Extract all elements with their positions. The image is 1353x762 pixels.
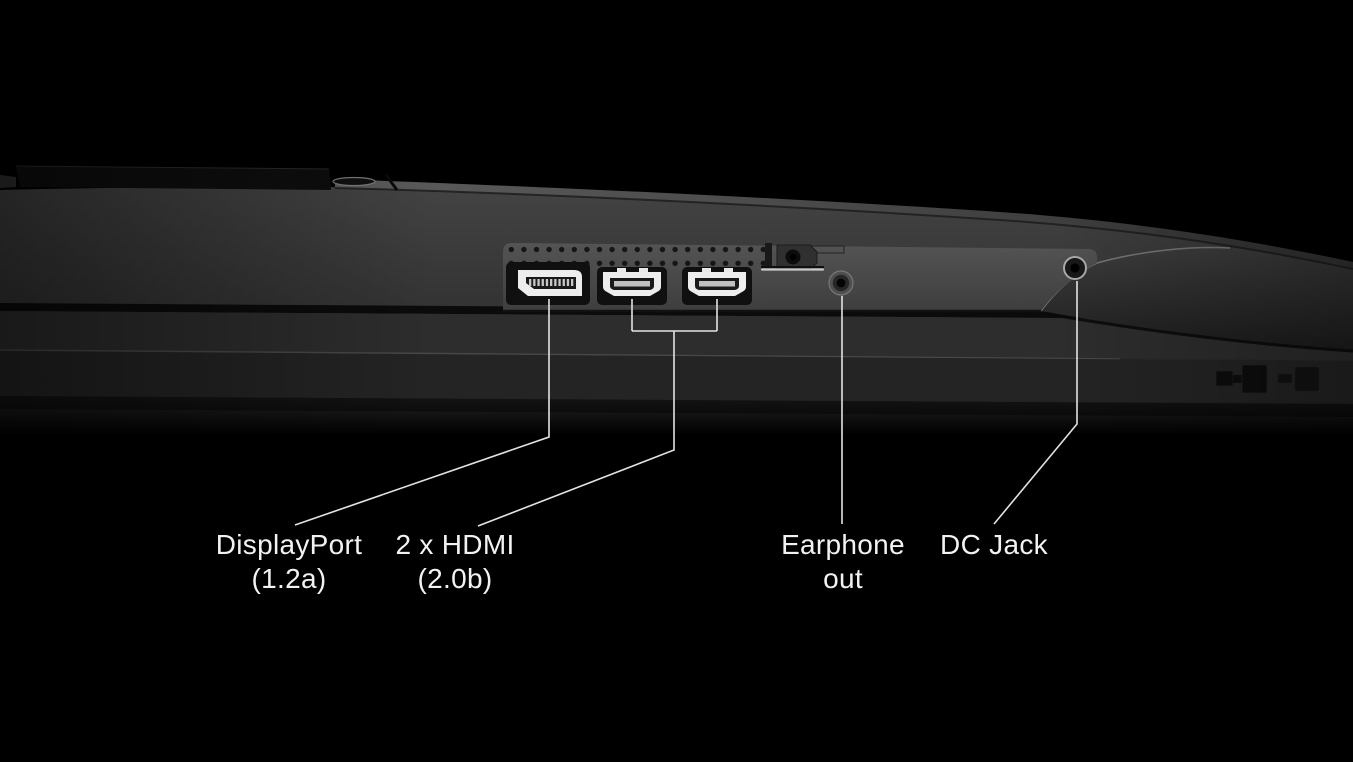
callout-label-displayport-line2: (1.2a) [251,563,327,594]
callout-lines [294,281,1078,527]
callout-label-dc-jack: DC Jack [940,528,1048,562]
callout-label-hdmi: 2 x HDMI (2.0b) [395,528,514,596]
callout-label-earphone: Earphone out [781,528,905,596]
callout-label-earphone-line1: Earphone [781,529,905,560]
lighting-vignette [0,158,1353,438]
callout-label-hdmi-line2: (2.0b) [417,563,493,594]
callout-line-hdmi [477,299,718,527]
callout-label-earphone-line2: out [823,563,863,594]
callout-label-hdmi-line1: 2 x HDMI [395,529,515,560]
callout-line-displayport [294,299,550,526]
callout-label-dc-jack-line1: DC Jack [940,529,1048,560]
callout-line-dc-jack [993,281,1078,525]
callout-label-displayport: DisplayPort (1.2a) [216,528,362,596]
callout-label-displayport-line1: DisplayPort [215,529,363,560]
